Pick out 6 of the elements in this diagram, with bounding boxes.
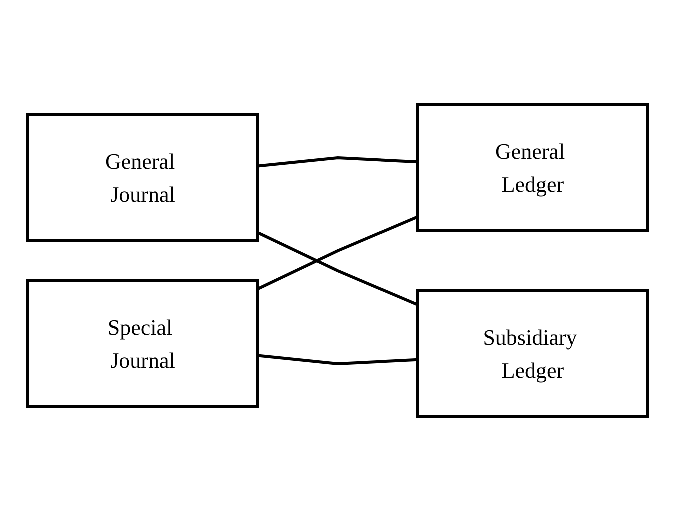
node-box: General Ledger xyxy=(416,104,650,232)
connector xyxy=(258,354,418,366)
node-box: Special Journal xyxy=(26,280,260,408)
node-box: Subsidiary Ledger xyxy=(416,290,650,418)
connector xyxy=(258,156,418,168)
node-box: General Journal xyxy=(26,114,260,242)
